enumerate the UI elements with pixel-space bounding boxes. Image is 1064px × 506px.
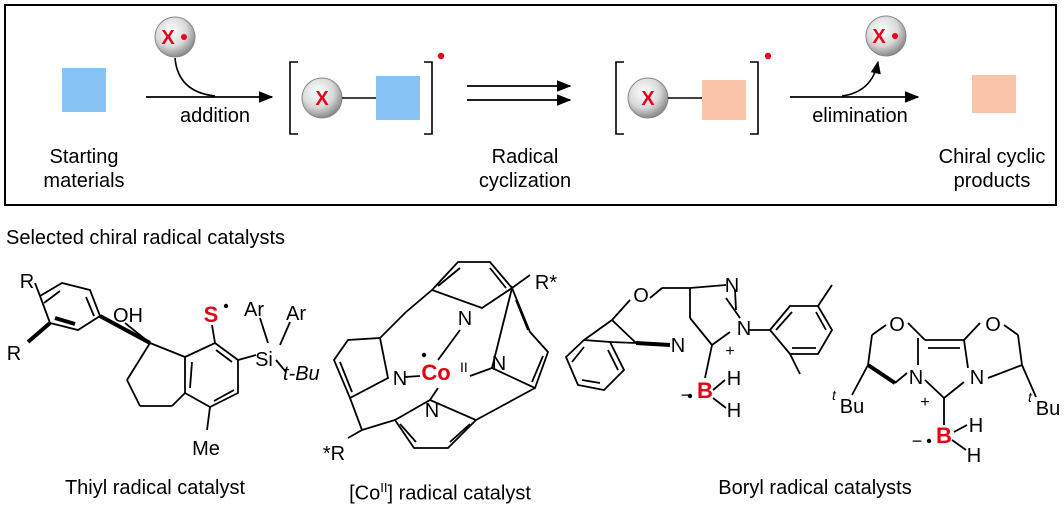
nitrogen-right: N [492, 353, 506, 375]
radical-x-symbol: X [641, 88, 655, 110]
hydrogen-atom: H [727, 368, 741, 390]
radical-intermediate-2: X [615, 52, 772, 135]
tert-butyl-left: Bu [840, 396, 864, 418]
nitrogen-top: N [458, 308, 472, 330]
radical-dot [892, 33, 898, 39]
silicon-atom: Si [255, 349, 273, 371]
right-bracket [424, 61, 433, 135]
nitrogen-bottom: N [425, 400, 439, 422]
hydroxyl-group: OH [113, 305, 143, 327]
boryl-catalysts-caption: Boryl radical catalysts [718, 477, 912, 499]
negative-charge: − [912, 431, 923, 451]
nitrogen-atom: N [737, 318, 751, 340]
chiral-substituent-bottom: *R [323, 443, 345, 465]
cobalt-porphyrin-labels: N N N N Co II R* *R [323, 272, 557, 465]
tert-butyl-prefix-left: t [832, 387, 837, 403]
tert-butyl-group: t-Bu [283, 363, 320, 385]
positive-charge: + [725, 343, 734, 360]
radical-dot [687, 393, 693, 399]
blue-square [376, 76, 420, 120]
thiyl-catalyst-structure [26, 282, 291, 431]
boryl-catalyst-2-labels: O O N N + B − H H t Bu t Bu [832, 314, 1060, 467]
radical-dot [764, 52, 772, 60]
cobalt-porphyrin-structure [332, 261, 550, 449]
radical-x-symbol: X [315, 88, 329, 110]
radical-dot [421, 352, 427, 358]
peach-square [702, 80, 746, 120]
nitrogen-left: N [393, 368, 407, 390]
oxygen-atom: O [633, 285, 649, 307]
boron-atom: B [697, 378, 713, 403]
radical-intermediate-1: X [289, 52, 445, 135]
substituent-r-top: R [20, 271, 34, 293]
positive-charge: + [920, 394, 929, 411]
cobalt-caption-prefix: [Co [349, 482, 381, 505]
hydrogen-atom: H [727, 400, 741, 422]
thiyl-catalyst-labels: R R OH S Si Ar Ar t-Bu Me [7, 271, 320, 460]
radical-dot [181, 34, 187, 40]
radical-x-symbol: X [161, 27, 175, 49]
mechanism-scheme-box [4, 4, 1057, 206]
elimination-curved-arrow [841, 60, 881, 97]
addition-curved-arrow [174, 57, 216, 97]
aryl-group-1: Ar [244, 299, 264, 321]
boryl-catalyst-2-structure [851, 322, 1037, 451]
starting-materials-label: Starting materials [43, 146, 125, 192]
product-square [972, 75, 1016, 113]
elimination-label: elimination [812, 105, 908, 127]
aryl-group-2: Ar [286, 303, 306, 325]
chiral-cyclic-products-label: Chiral cyclic products [938, 146, 1046, 192]
cobalt-oxidation-state: II [460, 359, 468, 375]
tert-butyl-prefix-right: t [1028, 389, 1033, 405]
radical-dot [926, 438, 932, 444]
chiral-substituent-top: R* [535, 272, 557, 294]
boryl-catalyst-1-labels: O N N N + B − H H [633, 275, 751, 422]
oxygen-atom: O [985, 314, 1001, 336]
cobalt-caption-sup: II [380, 480, 388, 495]
cobalt-caption-suffix: ] radical catalyst [387, 482, 531, 505]
thiyl-sulfur-atom: S [204, 302, 219, 327]
thiyl-catalyst-caption: Thiyl radical catalyst [64, 477, 246, 499]
radical-x-symbol: X [872, 26, 886, 48]
substituent-r-bottom: R [7, 343, 21, 365]
radical-x-sphere-2: X [865, 15, 907, 57]
cobalt-catalyst-caption: [CoII] radical catalyst [320, 476, 560, 506]
tert-butyl-right: Bu [1036, 398, 1060, 420]
right-bracket [750, 61, 759, 135]
hydrogen-atom: H [969, 415, 983, 437]
cobalt-atom: Co [421, 360, 450, 385]
radical-dot [223, 303, 229, 309]
radical-dot [437, 52, 445, 60]
nitrogen-atom: N [671, 335, 685, 357]
hydrogen-atom: H [967, 445, 981, 467]
left-bracket [289, 61, 298, 135]
negative-charge: − [681, 385, 692, 405]
addition-label: addition [179, 105, 251, 127]
methyl-group: Me [192, 438, 220, 460]
boryl-catalyst-1-structure [564, 284, 834, 409]
boron-atom: B [936, 423, 952, 448]
left-bracket [615, 61, 624, 135]
nitrogen-atom: N [970, 367, 984, 389]
catalysts-heading: Selected chiral radical catalysts [6, 227, 286, 249]
radical-x-sphere-1: X [154, 16, 196, 58]
starting-material-square [62, 68, 106, 112]
radical-cyclization-label: Radical cyclization [478, 146, 572, 192]
nitrogen-atom: N [725, 275, 739, 297]
oxygen-atom: O [889, 314, 905, 336]
nitrogen-atom: N [909, 367, 923, 389]
